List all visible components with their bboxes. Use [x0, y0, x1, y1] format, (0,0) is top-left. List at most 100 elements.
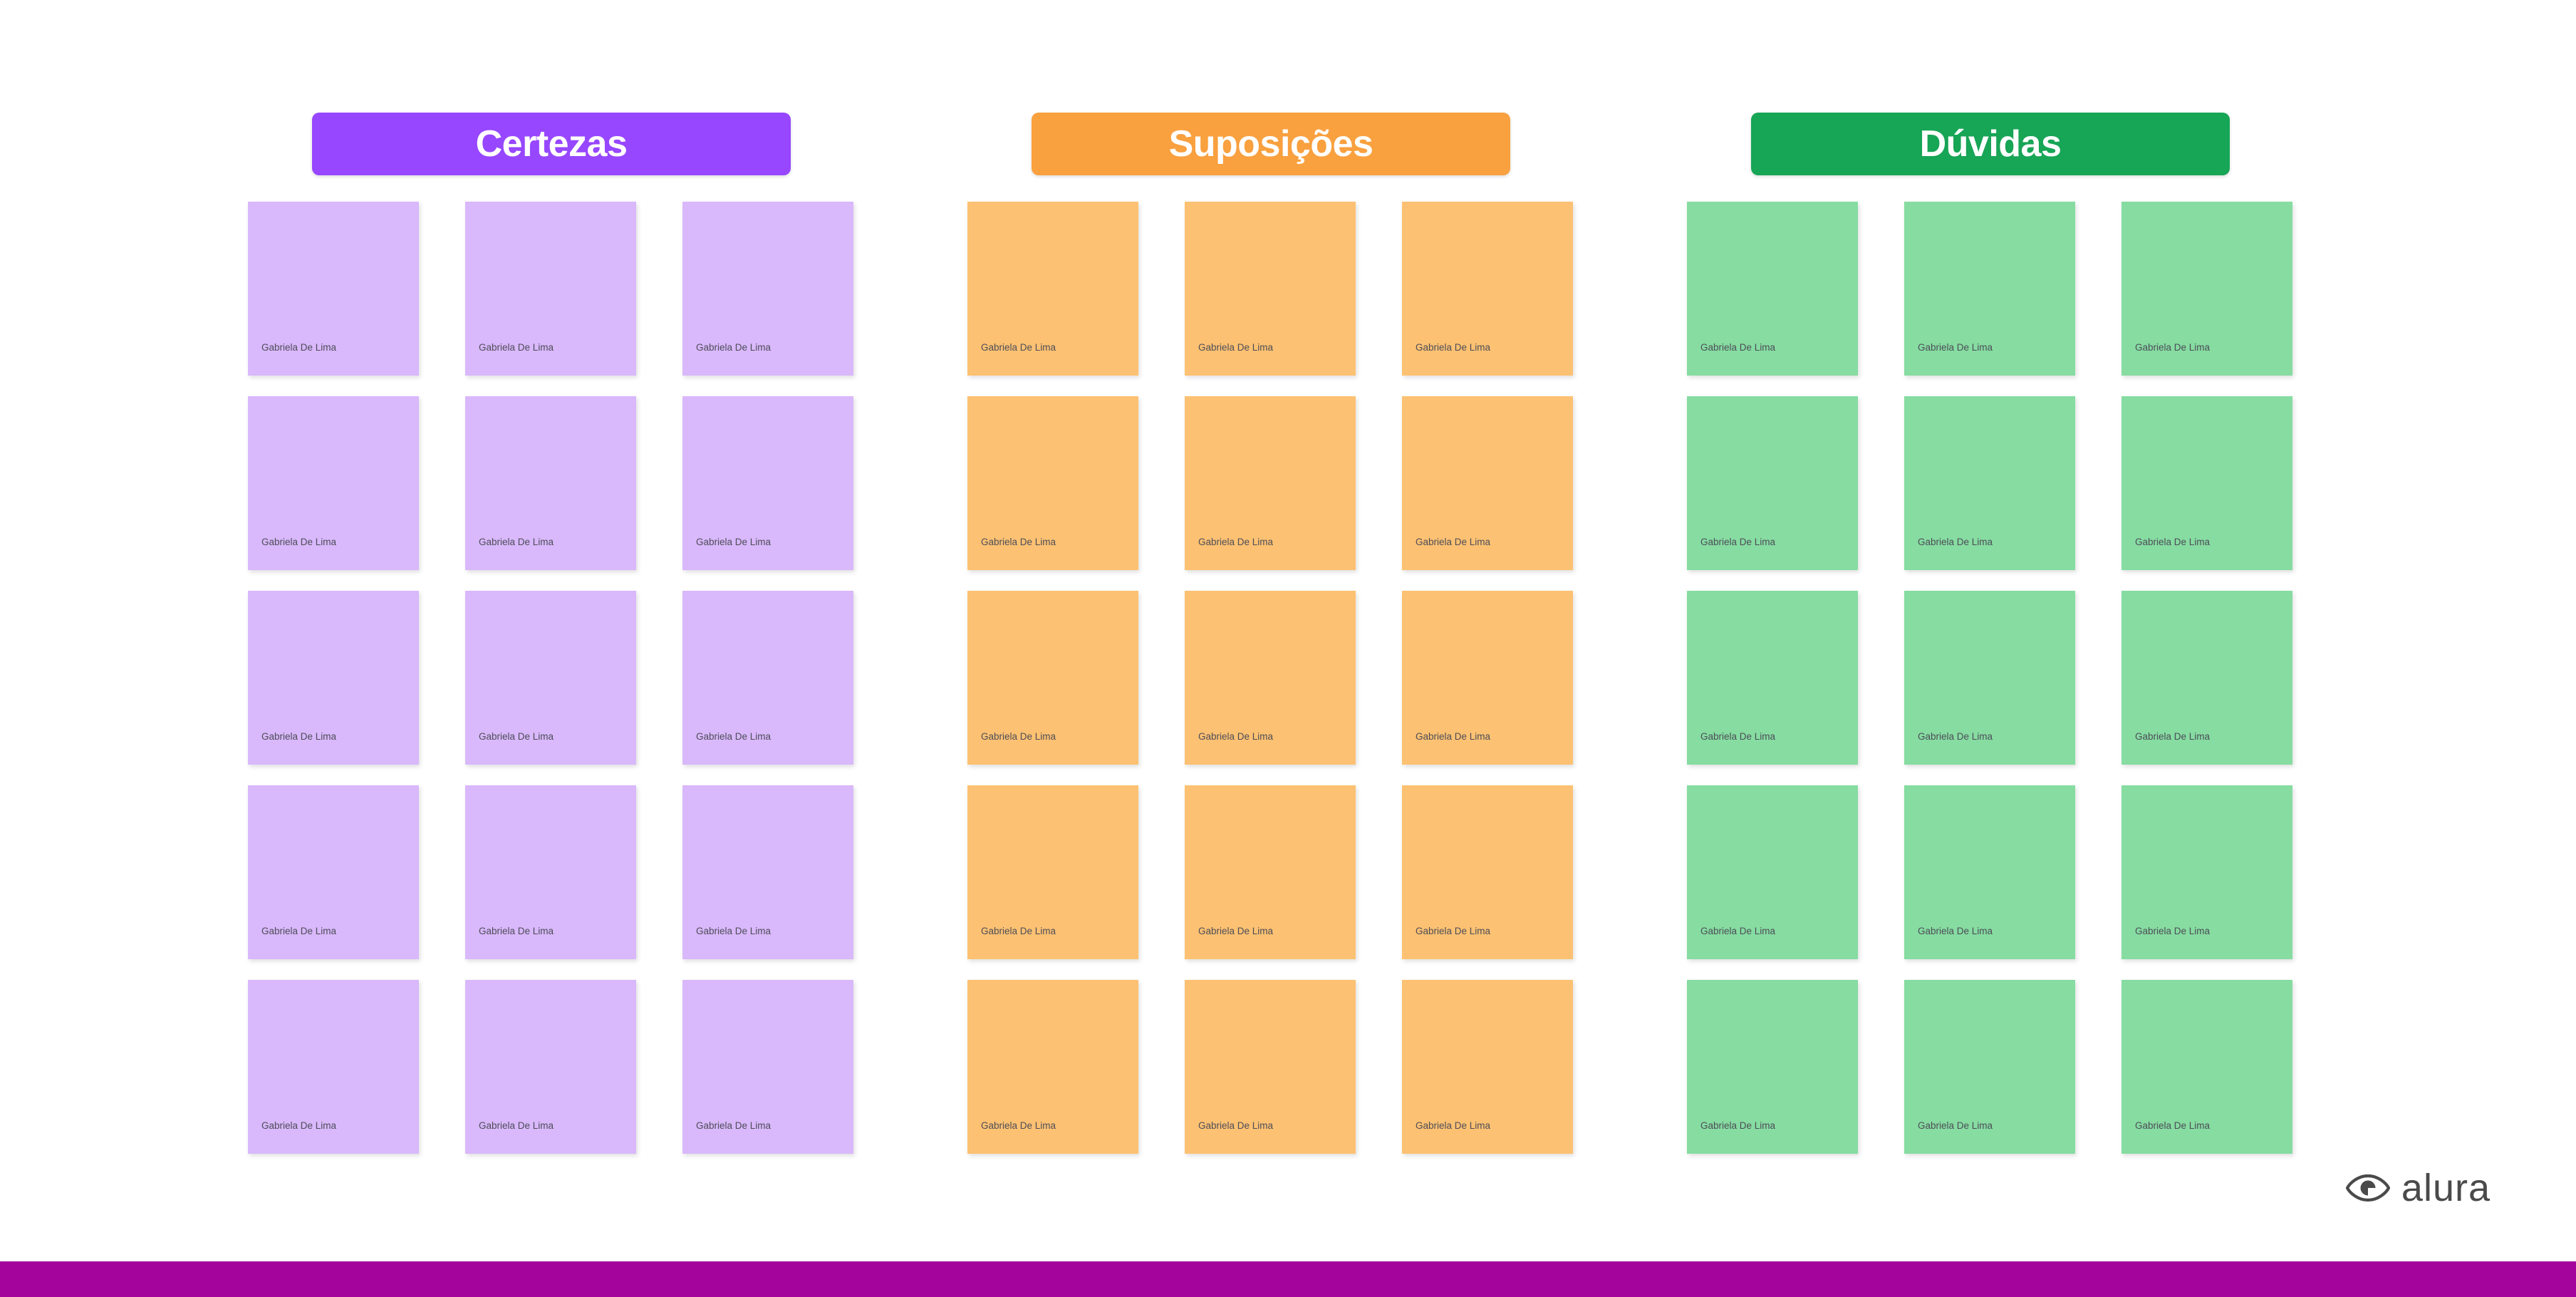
- note-author-label: Gabriela De Lima: [2135, 536, 2211, 547]
- sticky-note[interactable]: Gabriela De Lima: [1687, 785, 1858, 959]
- note-author-label: Gabriela De Lima: [1416, 925, 1491, 936]
- note-author-label: Gabriela De Lima: [981, 536, 1056, 547]
- sticky-note[interactable]: Gabriela De Lima: [1185, 202, 1356, 376]
- sticky-note[interactable]: Gabriela De Lima: [465, 202, 636, 376]
- brand-wordmark: alura: [2401, 1167, 2491, 1209]
- note-author-label: Gabriela De Lima: [1416, 341, 1491, 353]
- sticky-note[interactable]: Gabriela De Lima: [682, 591, 853, 765]
- sticky-note[interactable]: Gabriela De Lima: [1687, 202, 1858, 376]
- sticky-note[interactable]: Gabriela De Lima: [1687, 591, 1858, 765]
- sticky-note[interactable]: Gabriela De Lima: [1402, 202, 1573, 376]
- sticky-note[interactable]: Gabriela De Lima: [2121, 591, 2292, 765]
- note-author-label: Gabriela De Lima: [479, 925, 554, 936]
- note-author-label: Gabriela De Lima: [261, 730, 337, 742]
- footer-accent-bar: [0, 1261, 2576, 1297]
- sticky-note[interactable]: Gabriela De Lima: [465, 396, 636, 570]
- column-header-certezas[interactable]: Certezas: [312, 113, 791, 175]
- sticky-note[interactable]: Gabriela De Lima: [967, 980, 1138, 1154]
- column-title-suposicoes: Suposições: [1168, 123, 1373, 165]
- sticky-note[interactable]: Gabriela De Lima: [465, 980, 636, 1154]
- sticky-note[interactable]: Gabriela De Lima: [1904, 980, 2075, 1154]
- sticky-note[interactable]: Gabriela De Lima: [1904, 396, 2075, 570]
- sticky-note[interactable]: Gabriela De Lima: [682, 785, 853, 959]
- note-author-label: Gabriela De Lima: [1918, 341, 1993, 353]
- note-author-label: Gabriela De Lima: [479, 730, 554, 742]
- sticky-note[interactable]: Gabriela De Lima: [465, 591, 636, 765]
- note-author-label: Gabriela De Lima: [2135, 1120, 2211, 1131]
- note-author-label: Gabriela De Lima: [981, 925, 1056, 936]
- note-author-label: Gabriela De Lima: [1198, 1120, 1274, 1131]
- sticky-note[interactable]: Gabriela De Lima: [465, 785, 636, 959]
- sticky-note[interactable]: Gabriela De Lima: [248, 591, 419, 765]
- note-author-label: Gabriela De Lima: [981, 341, 1056, 353]
- note-author-label: Gabriela De Lima: [1918, 730, 1993, 742]
- note-author-label: Gabriela De Lima: [696, 536, 772, 547]
- note-author-label: Gabriela De Lima: [981, 730, 1056, 742]
- column-title-certezas: Certezas: [475, 123, 628, 165]
- sticky-note[interactable]: Gabriela De Lima: [1402, 785, 1573, 959]
- sticky-note[interactable]: Gabriela De Lima: [1904, 785, 2075, 959]
- sticky-note[interactable]: Gabriela De Lima: [967, 591, 1138, 765]
- eye-icon: [2345, 1173, 2390, 1203]
- sticky-note[interactable]: Gabriela De Lima: [682, 396, 853, 570]
- column-title-duvidas: Dúvidas: [1919, 123, 2062, 165]
- note-author-label: Gabriela De Lima: [1416, 1120, 1491, 1131]
- sticky-note[interactable]: Gabriela De Lima: [1402, 980, 1573, 1154]
- note-author-label: Gabriela De Lima: [1416, 730, 1491, 742]
- note-author-label: Gabriela De Lima: [479, 536, 554, 547]
- sticky-note[interactable]: Gabriela De Lima: [967, 202, 1138, 376]
- sticky-note[interactable]: Gabriela De Lima: [2121, 980, 2292, 1154]
- note-author-label: Gabriela De Lima: [261, 536, 337, 547]
- note-author-label: Gabriela De Lima: [696, 730, 772, 742]
- sticky-note[interactable]: Gabriela De Lima: [248, 396, 419, 570]
- sticky-note[interactable]: Gabriela De Lima: [248, 980, 419, 1154]
- brand-logo: alura: [2345, 1167, 2491, 1209]
- sticky-note[interactable]: Gabriela De Lima: [682, 980, 853, 1154]
- note-author-label: Gabriela De Lima: [696, 1120, 772, 1131]
- sticky-note[interactable]: Gabriela De Lima: [1185, 591, 1356, 765]
- sticky-note[interactable]: Gabriela De Lima: [1904, 202, 2075, 376]
- column-header-suposicoes[interactable]: Suposições: [1032, 113, 1510, 175]
- note-author-label: Gabriela De Lima: [1416, 536, 1491, 547]
- sticky-note[interactable]: Gabriela De Lima: [1402, 591, 1573, 765]
- sticky-note[interactable]: Gabriela De Lima: [1185, 396, 1356, 570]
- note-author-label: Gabriela De Lima: [2135, 925, 2211, 936]
- note-author-label: Gabriela De Lima: [2135, 341, 2211, 353]
- column-header-duvidas[interactable]: Dúvidas: [1751, 113, 2230, 175]
- sticky-note[interactable]: Gabriela De Lima: [1904, 591, 2075, 765]
- sticky-note[interactable]: Gabriela De Lima: [248, 202, 419, 376]
- note-author-label: Gabriela De Lima: [1198, 536, 1274, 547]
- sticky-note[interactable]: Gabriela De Lima: [1687, 396, 1858, 570]
- note-author-label: Gabriela De Lima: [1700, 341, 1776, 353]
- sticky-note[interactable]: Gabriela De Lima: [248, 785, 419, 959]
- sticky-note[interactable]: Gabriela De Lima: [1687, 980, 1858, 1154]
- sticky-note[interactable]: Gabriela De Lima: [967, 785, 1138, 959]
- note-author-label: Gabriela De Lima: [1700, 730, 1776, 742]
- sticky-note[interactable]: Gabriela De Lima: [1185, 785, 1356, 959]
- sticky-note[interactable]: Gabriela De Lima: [1185, 980, 1356, 1154]
- note-author-label: Gabriela De Lima: [1198, 730, 1274, 742]
- note-author-label: Gabriela De Lima: [1918, 536, 1993, 547]
- note-author-label: Gabriela De Lima: [1918, 925, 1993, 936]
- note-author-label: Gabriela De Lima: [261, 341, 337, 353]
- note-author-label: Gabriela De Lima: [1198, 341, 1274, 353]
- sticky-note[interactable]: Gabriela De Lima: [2121, 396, 2292, 570]
- sticky-note[interactable]: Gabriela De Lima: [2121, 785, 2292, 959]
- sticky-note[interactable]: Gabriela De Lima: [967, 396, 1138, 570]
- note-author-label: Gabriela De Lima: [2135, 730, 2211, 742]
- note-author-label: Gabriela De Lima: [981, 1120, 1056, 1131]
- note-author-label: Gabriela De Lima: [1700, 925, 1776, 936]
- sticky-note[interactable]: Gabriela De Lima: [1402, 396, 1573, 570]
- sticky-note[interactable]: Gabriela De Lima: [2121, 202, 2292, 376]
- sticky-note[interactable]: Gabriela De Lima: [682, 202, 853, 376]
- note-author-label: Gabriela De Lima: [261, 1120, 337, 1131]
- note-author-label: Gabriela De Lima: [1918, 1120, 1993, 1131]
- note-author-label: Gabriela De Lima: [1198, 925, 1274, 936]
